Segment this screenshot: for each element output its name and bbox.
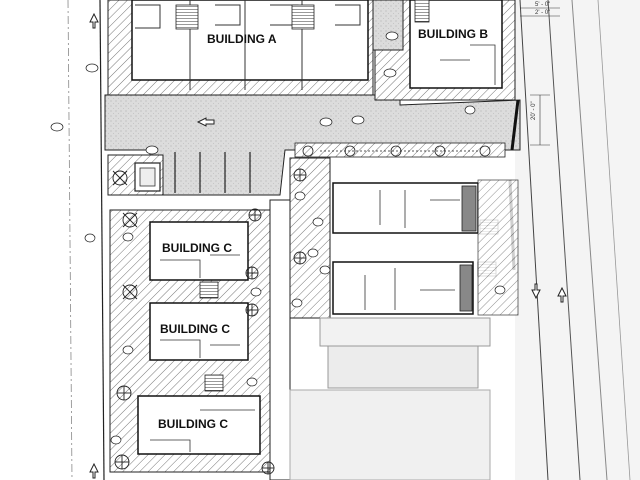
dimension-label-1: 5' - 0" <box>535 2 550 8</box>
street-band <box>515 0 640 480</box>
east-building-1-interior <box>379 190 460 228</box>
east-building-2-wall <box>459 264 473 312</box>
building-c2-interior <box>160 339 240 358</box>
building-c2-stair <box>204 374 224 392</box>
dimension-label-3: 20' - 0" <box>531 101 537 120</box>
existing-building-2 <box>327 345 479 389</box>
east-building-1-footprint <box>332 182 479 234</box>
existing-building-3 <box>289 389 491 480</box>
building-a-footprint <box>131 0 369 81</box>
parking-stall-lines <box>174 152 251 193</box>
dimension-label-2: 2' - 0" <box>535 10 550 16</box>
building-b-interior <box>440 44 496 85</box>
east-building-1-wall <box>461 185 477 232</box>
tree-row-strip <box>294 142 506 158</box>
east-building-2-interior <box>364 268 455 310</box>
building-c3-footprint <box>137 395 261 455</box>
east-building-2-footprint <box>332 261 474 315</box>
building-b-stair <box>414 0 430 23</box>
building-c2-label: BUILDING C <box>160 322 230 336</box>
dimension-lines <box>520 7 560 146</box>
utility-box-inner <box>139 167 156 187</box>
building-a-stair-2 <box>291 4 315 30</box>
courtyard-walk <box>269 199 291 480</box>
traffic-direction-arrows <box>89 12 567 479</box>
east-side-hatch <box>477 179 519 316</box>
existing-building-1 <box>319 317 491 347</box>
building-b-label: BUILDING B <box>418 27 488 41</box>
tree-row-symbols <box>302 145 491 157</box>
building-c1-footprint <box>149 221 249 281</box>
building-c2-footprint <box>149 302 249 361</box>
building-a-label: BUILDING A <box>207 32 277 46</box>
building-b-entry-box <box>372 0 404 51</box>
keynote-callouts <box>50 31 506 445</box>
building-c3-interior <box>150 409 255 452</box>
east-walkway-hatch <box>289 157 331 319</box>
building-c1-stair <box>199 281 219 299</box>
courtyard-tree-symbols <box>112 168 307 475</box>
building-c3-label: BUILDING C <box>158 417 228 431</box>
building-c1-interior <box>160 254 240 278</box>
building-a-stair-1 <box>175 4 199 30</box>
building-c1-label: BUILDING C <box>162 241 232 255</box>
